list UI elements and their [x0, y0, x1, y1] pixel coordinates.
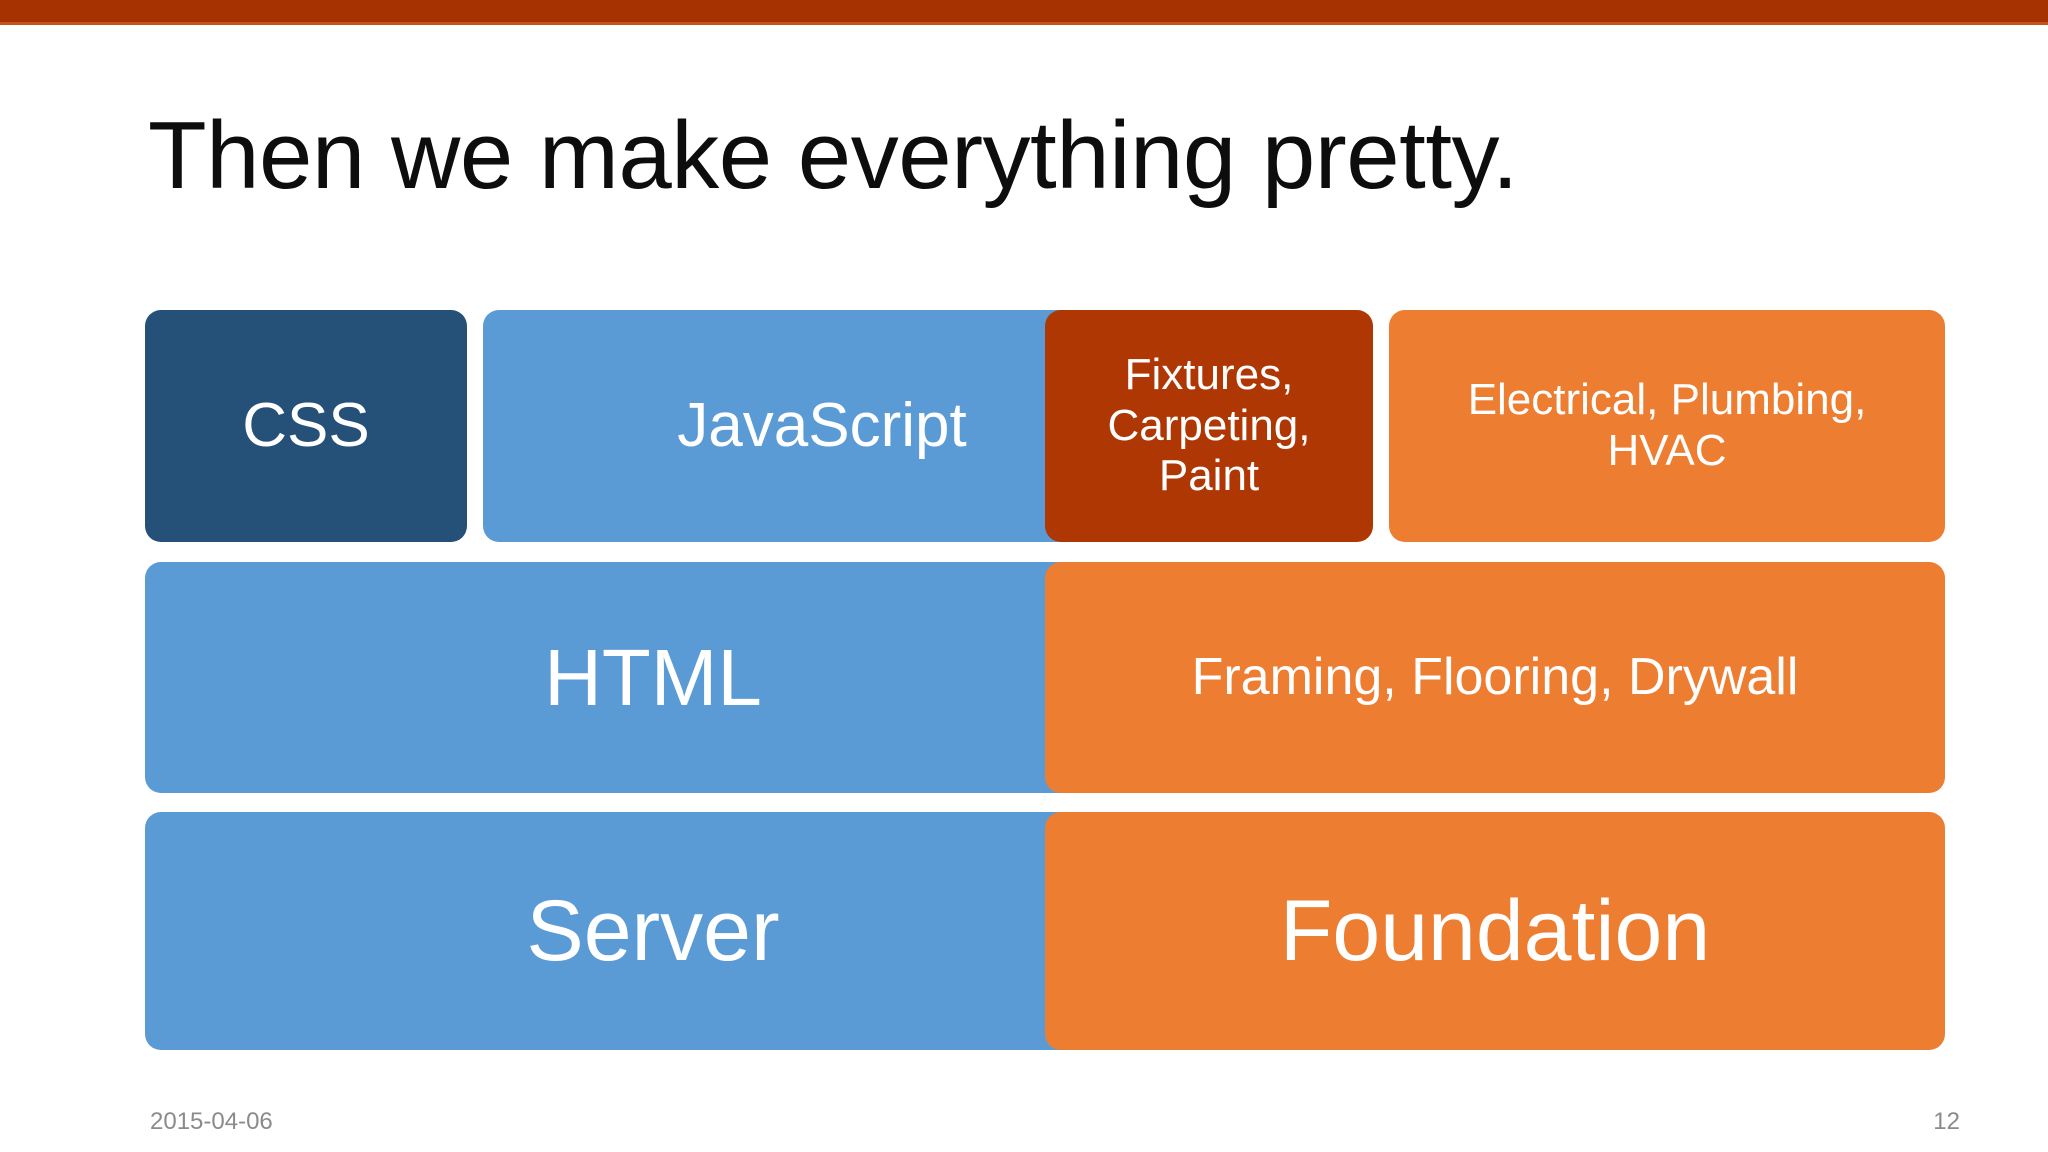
stack-box-html[interactable]: HTML — [145, 562, 1161, 793]
stack-box-framing-flooring-drywall[interactable]: Framing, Flooring, Drywall — [1045, 562, 1945, 793]
footer-date: 2015-04-06 — [150, 1108, 273, 1135]
page-title: Then we make everything pretty. — [148, 102, 1519, 209]
stack-box-foundation[interactable]: Foundation — [1045, 812, 1945, 1050]
top-accent-hairline — [0, 22, 2048, 25]
stack-box-fixtures-carpeting-paint[interactable]: Fixtures, Carpeting, Paint — [1045, 310, 1373, 542]
stack-box-server[interactable]: Server — [145, 812, 1161, 1050]
stack-box-css[interactable]: CSS — [145, 310, 467, 542]
stack-box-electrical-plumbing-hvac[interactable]: Electrical, Plumbing, HVAC — [1389, 310, 1945, 542]
footer-page-number: 12 — [1933, 1108, 1960, 1135]
top-accent-band — [0, 0, 2048, 22]
stack-comparison-diagram: CSS JavaScript Fixtures, Carpeting, Pain… — [145, 310, 1945, 1050]
